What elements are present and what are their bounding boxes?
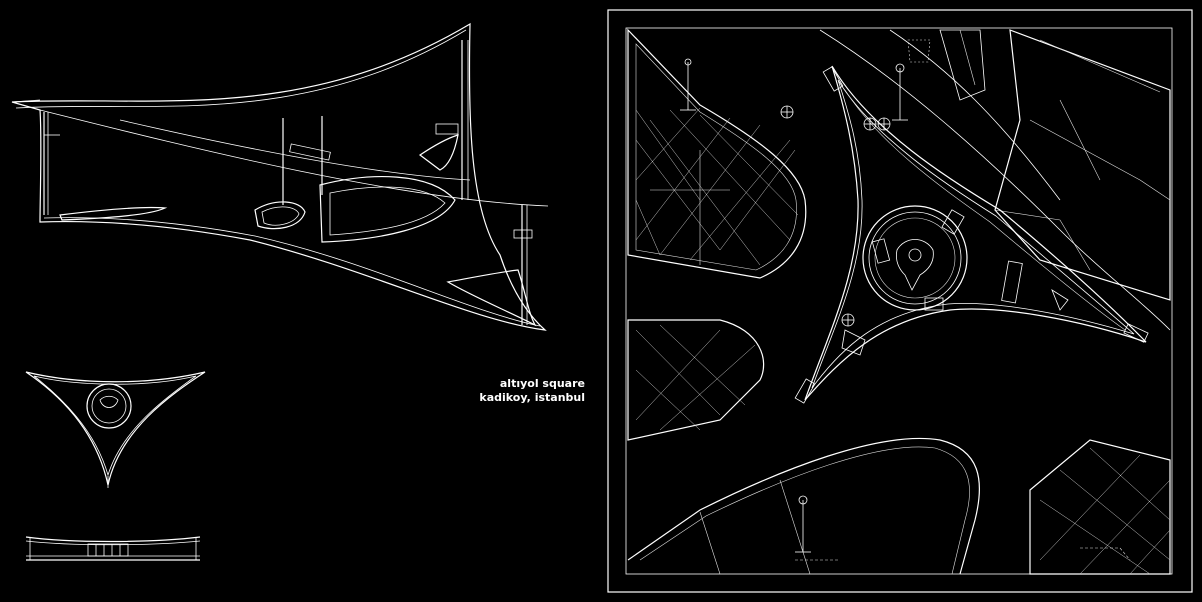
perspective-view: [11, 22, 549, 331]
caption-location: kadikoy, istanbul: [479, 391, 585, 404]
site-plan: [607, 9, 1193, 593]
project-caption: altıyol square kadikoy, istanbul: [440, 377, 585, 405]
section: [25, 536, 201, 561]
caption-title: altıyol square: [499, 377, 585, 390]
small-plan: [25, 371, 206, 488]
lamp-symbol: [780, 105, 891, 327]
